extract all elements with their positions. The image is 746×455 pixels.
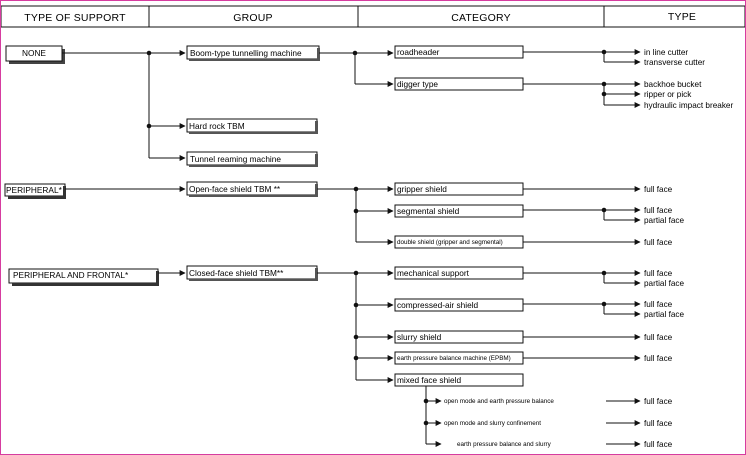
type-label-partial-face: partial face xyxy=(644,279,684,288)
header-type: TYPE xyxy=(668,11,696,23)
category-box-compressed-air-shield: compressed-air shield xyxy=(394,298,524,312)
support-label-peripheral-and-frontal: PERIPHERAL AND FRONTAL* xyxy=(13,270,129,280)
type-label-in-line-cutter: in line cutter xyxy=(644,48,688,57)
category-label-digger-type: digger type xyxy=(397,79,438,89)
category-label-mixed-face-shield: mixed face shield xyxy=(397,375,461,385)
type-label-full-face: full face xyxy=(644,440,673,449)
category-label-mechanical-support: mechanical support xyxy=(397,268,470,278)
category-box-mixed-face-shield: mixed face shield xyxy=(394,373,524,387)
support-box-none: NONE xyxy=(5,45,65,64)
category-box-roadheader: roadheader xyxy=(394,45,524,59)
header-category: CATEGORY xyxy=(451,12,511,24)
header-type-of-support: TYPE OF SUPPORT xyxy=(24,12,126,24)
group-label-boom-type: Boom-type tunnelling machine xyxy=(190,48,302,58)
support-box-peripheral: PERIPHERAL* xyxy=(4,183,66,199)
type-label-full-face: full face xyxy=(644,333,673,342)
group-label-closed-face-shield: Closed-face shield TBM** xyxy=(189,268,284,278)
type-label-ripper-or-pick: ripper or pick xyxy=(644,90,692,99)
mode-label-open-slurry: open mode and slurry confinement xyxy=(444,420,541,427)
type-label-full-face: full face xyxy=(644,206,673,215)
type-label-full-face: full face xyxy=(644,397,673,406)
type-label-partial-face: partial face xyxy=(644,216,684,225)
type-label-full-face: full face xyxy=(644,185,673,194)
category-label-epbm: earth pressure balance machine (EPBM) xyxy=(397,355,511,362)
category-label-segmental-shield: segmental shield xyxy=(397,206,460,216)
type-label-full-face: full face xyxy=(644,419,673,428)
type-label-full-face: full face xyxy=(644,238,673,247)
category-box-slurry-shield: slurry shield xyxy=(394,330,524,344)
type-label-full-face: full face xyxy=(644,269,673,278)
category-label-gripper-shield: gripper shield xyxy=(397,184,447,194)
category-box-epbm: earth pressure balance machine (EPBM) xyxy=(394,351,524,365)
type-label-hydraulic-impact-breaker: hydraulic impact breaker xyxy=(644,101,733,110)
column-header-bar: TYPE OF SUPPORT GROUP CATEGORY TYPE xyxy=(1,5,745,28)
category-label-slurry-shield: slurry shield xyxy=(397,332,442,342)
group-box-hard-rock-tbm: Hard rock TBM xyxy=(186,118,318,134)
junction-dots xyxy=(146,49,607,426)
type-label-transverse-cutter: transverse cutter xyxy=(644,58,705,67)
group-label-tunnel-reaming: Tunnel reaming machine xyxy=(190,154,281,164)
support-label-peripheral: PERIPHERAL* xyxy=(6,185,63,195)
category-box-double-shield: double shield (gripper and segmental) xyxy=(394,235,524,249)
support-box-peripheral-and-frontal: PERIPHERAL AND FRONTAL* xyxy=(8,268,159,286)
group-box-closed-face-shield: Closed-face shield TBM** xyxy=(186,265,318,281)
category-box-segmental-shield: segmental shield xyxy=(394,204,524,218)
category-box-gripper-shield: gripper shield xyxy=(394,182,524,196)
group-box-open-face-shield: Open-face shield TBM ** xyxy=(186,181,318,197)
mode-label-open-earth-pressure: open mode and earth pressure balance xyxy=(444,398,554,405)
group-box-boom-type: Boom-type tunnelling machine xyxy=(186,45,320,61)
header-group: GROUP xyxy=(233,12,273,24)
category-label-double-shield: double shield (gripper and segmental) xyxy=(397,239,503,246)
type-label-full-face: full face xyxy=(644,354,673,363)
group-box-tunnel-reaming: Tunnel reaming machine xyxy=(186,151,318,167)
connector-lines xyxy=(62,49,641,447)
group-label-hard-rock-tbm: Hard rock TBM xyxy=(189,121,245,131)
type-label-backhoe-bucket: backhoe bucket xyxy=(644,80,702,89)
category-box-mechanical-support: mechanical support xyxy=(394,266,524,280)
category-box-digger-type: digger type xyxy=(394,77,524,91)
support-label-none: NONE xyxy=(22,48,46,58)
mode-label-epb-slurry: earth pressure balance and slurry xyxy=(457,441,552,448)
group-label-open-face-shield: Open-face shield TBM ** xyxy=(189,184,281,194)
category-label-compressed-air-shield: compressed-air shield xyxy=(397,300,479,310)
type-labels: in line cutter transverse cutter backhoe… xyxy=(644,48,733,449)
type-label-partial-face: partial face xyxy=(644,310,684,319)
type-label-full-face: full face xyxy=(644,300,673,309)
category-label-roadheader: roadheader xyxy=(397,47,440,57)
